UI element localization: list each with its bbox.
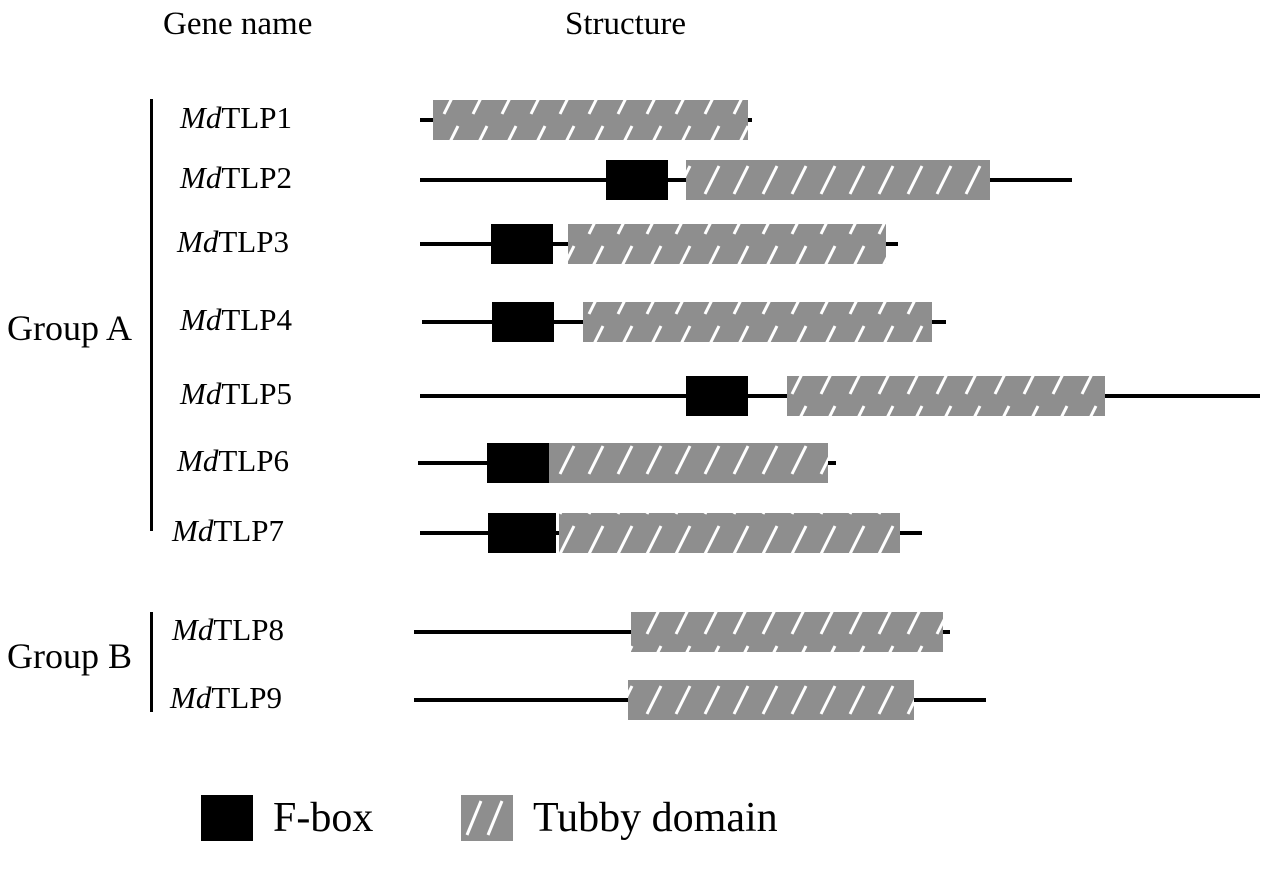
gene-label-name: TLP7: [213, 513, 284, 548]
gene-label-prefix: Md: [180, 302, 222, 337]
group-b-label: Group B: [7, 636, 132, 676]
gene-label-prefix: Md: [172, 612, 214, 647]
tubby-domain-tlp9: [628, 680, 914, 720]
gene-label-tlp1: MdTLP1: [180, 100, 292, 136]
fbox-domain-tlp4: [492, 302, 554, 342]
gene-label-prefix: Md: [180, 160, 222, 195]
gene-label-name: TLP4: [221, 302, 292, 337]
group-a-bracket: [150, 99, 153, 531]
fbox-domain-tlp5: [686, 376, 748, 416]
gene-label-name: TLP8: [213, 612, 284, 647]
gene-label-prefix: Md: [177, 224, 219, 259]
gene-label-tlp5: MdTLP5: [180, 376, 292, 412]
gene-label-tlp7: MdTLP7: [172, 513, 284, 549]
tubby-domain-tlp4: [583, 302, 932, 342]
group-b-bracket: [150, 612, 153, 712]
gene-name-header: Gene name: [163, 6, 313, 42]
gene-label-tlp9: MdTLP9: [170, 680, 282, 716]
gene-label-prefix: Md: [180, 100, 222, 135]
fbox-domain-tlp6: [487, 443, 549, 483]
gene-label-prefix: Md: [177, 443, 219, 478]
gene-label-tlp3: MdTLP3: [177, 224, 289, 260]
legend-fbox: F-box: [201, 794, 373, 842]
gene-label-name: TLP2: [221, 160, 292, 195]
tubby-domain-tlp3: [568, 224, 886, 264]
gene-label-name: TLP3: [218, 224, 289, 259]
gene-label-name: TLP1: [221, 100, 292, 135]
legend-tubby-label: Tubby domain: [533, 795, 778, 841]
tubby-domain-tlp2: [686, 160, 990, 200]
gene-label-tlp8: MdTLP8: [172, 612, 284, 648]
fbox-domain-tlp2: [606, 160, 668, 200]
tubby-domain-tlp6: [549, 443, 828, 483]
gene-label-prefix: Md: [170, 680, 212, 715]
gene-label-name: TLP9: [211, 680, 282, 715]
fbox-swatch: [201, 795, 253, 841]
gene-label-name: TLP5: [221, 376, 292, 411]
gene-label-tlp4: MdTLP4: [180, 302, 292, 338]
gene-label-prefix: Md: [180, 376, 222, 411]
gene-label-name: TLP6: [218, 443, 289, 478]
gene-label-tlp6: MdTLP6: [177, 443, 289, 479]
gene-label-prefix: Md: [172, 513, 214, 548]
fbox-domain-tlp3: [491, 224, 553, 264]
tubby-domain-tlp5: [787, 376, 1105, 416]
group-a-label: Group A: [7, 308, 132, 348]
fbox-domain-tlp7: [488, 513, 556, 553]
tubby-domain-tlp7: [559, 513, 900, 553]
structure-header: Structure: [565, 6, 686, 42]
tubby-domain-tlp1: [433, 100, 748, 140]
legend-tubby: Tubby domain: [461, 794, 778, 842]
tubby-swatch: [461, 795, 513, 841]
gene-label-tlp2: MdTLP2: [180, 160, 292, 196]
legend-fbox-label: F-box: [273, 795, 374, 841]
tubby-domain-tlp8: [631, 612, 943, 652]
